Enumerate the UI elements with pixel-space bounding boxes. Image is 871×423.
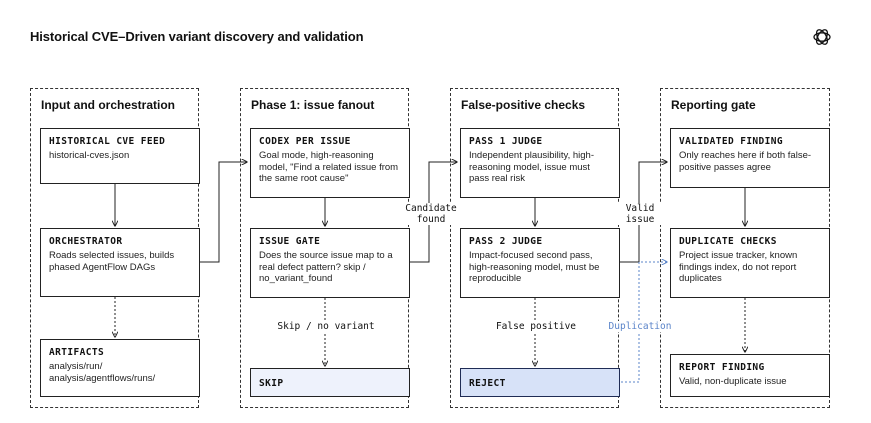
- column-title: Phase 1: issue fanout: [251, 98, 375, 112]
- node-pass2-judge: PASS 2 JUDGE Impact-focused second pass,…: [460, 228, 620, 298]
- node-reject: REJECT: [460, 368, 620, 397]
- edge-label-candidate-found: Candidate found: [399, 203, 463, 225]
- openai-logo-icon: [813, 29, 831, 45]
- node-orchestrator: ORCHESTRATOR Roads selected issues, buil…: [40, 228, 200, 297]
- node-body: Only reaches here if both false-positive…: [679, 150, 812, 173]
- edge-label-skip-no-variant: Skip / no variant: [268, 321, 384, 332]
- node-title: VALIDATED FINDING: [679, 136, 784, 147]
- page-title: Historical CVE–Driven variant discovery …: [30, 29, 364, 44]
- node-body: Impact-focused second pass, high-reasoni…: [469, 250, 600, 284]
- node-artifacts: ARTIFACTS analysis/run/ analysis/agentfl…: [40, 339, 200, 397]
- node-title: CODEX PER ISSUE: [259, 136, 351, 147]
- node-title: SKIP: [259, 378, 284, 389]
- column-title: False-positive checks: [461, 98, 586, 112]
- node-body: historical-cves.json: [49, 150, 130, 161]
- node-body: Does the source issue map to a real defe…: [259, 250, 393, 284]
- node-title: REJECT: [469, 378, 506, 389]
- node-body: analysis/run/ analysis/agentflows/runs/: [49, 361, 156, 384]
- node-body: Independent plausibility, high-reasoning…: [469, 150, 594, 184]
- node-issue-gate: ISSUE GATE Does the source issue map to …: [250, 228, 410, 298]
- node-historical-cve-feed: HISTORICAL CVE FEED historical-cves.json: [40, 128, 200, 184]
- node-body: Goal mode, high-reasoning model, "Find a…: [259, 150, 399, 184]
- node-pass1-judge: PASS 1 JUDGE Independent plausibility, h…: [460, 128, 620, 198]
- node-skip: SKIP: [250, 368, 410, 397]
- column-title: Input and orchestration: [41, 98, 176, 112]
- edge-label-valid-issue: Valid issue: [617, 203, 663, 225]
- node-report-finding: REPORT FINDING Valid, non-duplicate issu…: [670, 354, 830, 397]
- edge-label-false-positive: False positive: [485, 321, 587, 332]
- node-title: DUPLICATE CHECKS: [679, 236, 777, 247]
- node-title: PASS 1 JUDGE: [469, 136, 543, 147]
- node-body: Project issue tracker, known findings in…: [679, 250, 798, 284]
- node-title: REPORT FINDING: [679, 362, 765, 373]
- node-title: PASS 2 JUDGE: [469, 236, 543, 247]
- column-title: Reporting gate: [671, 98, 756, 112]
- edge-label-duplication: Duplication: [603, 321, 677, 332]
- node-title: HISTORICAL CVE FEED: [49, 136, 166, 147]
- node-body: Roads selected issues, builds phased Age…: [49, 250, 175, 273]
- node-title: ARTIFACTS: [49, 347, 105, 358]
- node-validated-finding: VALIDATED FINDING Only reaches here if b…: [670, 128, 830, 188]
- node-body: Valid, non-duplicate issue: [679, 376, 787, 387]
- edge-orchestrator-to-codex: [189, 162, 247, 263]
- node-codex-per-issue: CODEX PER ISSUE Goal mode, high-reasonin…: [250, 128, 410, 198]
- node-title: ORCHESTRATOR: [49, 236, 123, 247]
- node-title: ISSUE GATE: [259, 236, 321, 247]
- node-duplicate-checks: DUPLICATE CHECKS Project issue tracker, …: [670, 228, 830, 298]
